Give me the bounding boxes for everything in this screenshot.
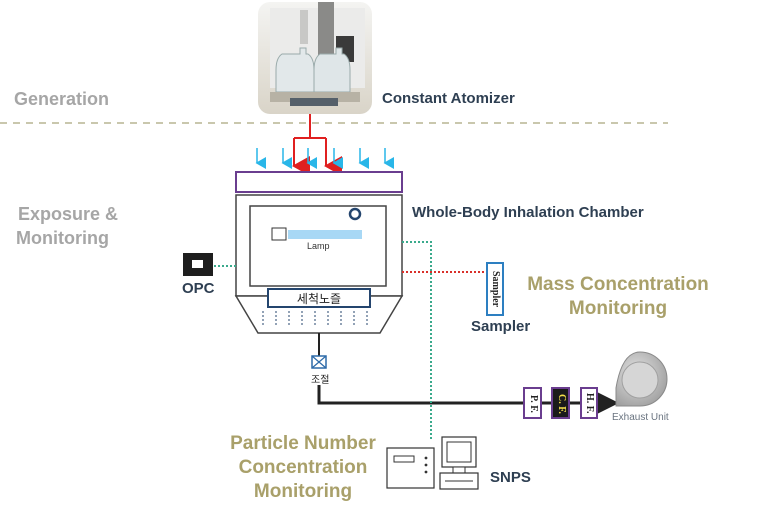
- fan-icon: [615, 351, 668, 407]
- exhaust-unit-label: Exhaust Unit: [612, 412, 669, 423]
- opc-label: OPC: [182, 280, 215, 297]
- particle-number-line1: Particle Number: [230, 433, 376, 454]
- valve-label: 조절: [311, 375, 330, 386]
- inlet-plenum: [235, 171, 403, 193]
- mass-concentration-line2: Monitoring: [568, 298, 668, 319]
- snps-sample-line: [402, 241, 432, 440]
- hepa-filter-box: [580, 387, 598, 419]
- sampler-box-label: Sampler: [490, 270, 501, 308]
- atomizer-label: Constant Atomizer: [382, 90, 515, 107]
- prefilter-label: P. F.: [528, 394, 539, 413]
- chamber-port-icon: [348, 207, 362, 221]
- exhaust-line: [317, 385, 524, 405]
- particle-number-line2: Concentration: [238, 457, 368, 478]
- valve-icon: [311, 355, 327, 369]
- atomizer-photo: [258, 2, 372, 114]
- sampler-device-icon: [486, 262, 504, 316]
- cleaning-nozzle-box: [267, 288, 371, 308]
- air-inlet-arrows: [255, 148, 394, 169]
- carbon-filter-label: C. F.: [556, 393, 567, 414]
- carbon-filter-box: [551, 387, 570, 419]
- particle-number-line3: Monitoring: [253, 481, 353, 502]
- lamp-label: Lamp: [307, 241, 330, 251]
- section-generation: Generation: [14, 89, 110, 109]
- sampler-label: Sampler: [471, 318, 531, 335]
- aerosol-supply-lines: [292, 114, 342, 176]
- cleaning-nozzle-label: 세척노즐: [296, 292, 342, 306]
- mass-concentration-line1: Mass Concentration: [527, 274, 709, 295]
- section-exposure-line1: Exposure &: [18, 204, 119, 224]
- chamber-label: Whole-Body Inhalation Chamber: [412, 204, 644, 221]
- snps-instrument-icon: [386, 447, 435, 489]
- snps-label: SNPS: [490, 469, 531, 486]
- opc-device-icon: [183, 253, 213, 276]
- lamp-bar: [288, 230, 362, 239]
- prefilter-box: [523, 387, 542, 419]
- section-exposure-line2: Monitoring: [16, 228, 109, 248]
- monitor-computer-icon: [439, 436, 479, 490]
- lamp-socket: [271, 227, 287, 241]
- hepa-filter-label: H. F.: [584, 393, 595, 414]
- chamber-window: [249, 205, 387, 287]
